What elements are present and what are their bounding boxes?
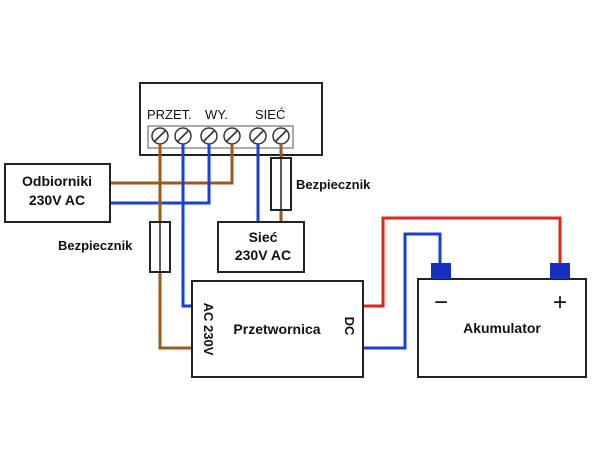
odbiorniki-title: Odbiorniki (22, 173, 92, 189)
odbiorniki-frame (4, 163, 111, 223)
terminal-label-siec: SIEĆ (255, 107, 285, 122)
terminal-label-wy: WY. (205, 107, 228, 122)
siec-voltage: 230V AC (235, 247, 291, 263)
fuse-network-label: Bezpiecznik (296, 177, 371, 192)
odbiorniki-voltage: 230V AC (29, 192, 85, 208)
terminal-block: PRZET. WY. SIEĆ (139, 82, 323, 156)
wire-dc-positive (363, 216, 562, 308)
akumulator-label: Akumulator (463, 320, 541, 336)
wire-odbiorniki-neutral (110, 144, 211, 205)
przetwornica-ac-label: AC 230V (201, 303, 216, 356)
akumulator-frame (417, 278, 587, 378)
wire-converter-neutral (181, 144, 192, 308)
battery-plus-sign: + (553, 289, 567, 316)
terminal-screw-wy-2 (223, 127, 241, 145)
terminal-screw-przet-1 (151, 127, 169, 145)
przetwornica-box: Przetwornica AC 230V DC (191, 280, 364, 378)
fuse-converter: Bezpiecznik (58, 221, 171, 273)
odbiorniki-box: Odbiorniki 230V AC (4, 163, 111, 223)
wire-odbiorniki-live (110, 144, 234, 185)
terminal-screw-przet-2 (174, 127, 192, 145)
terminal-label-przet: PRZET. (147, 107, 192, 122)
wire-converter-live-lower (158, 272, 192, 350)
battery-negative-terminal (431, 263, 451, 279)
terminal-screw-siec-1 (249, 127, 267, 145)
terminal-screw-wy-1 (200, 127, 218, 145)
battery-minus-sign: − (434, 289, 448, 316)
battery-positive-terminal (550, 263, 570, 279)
przetwornica-label: Przetwornica (233, 321, 320, 337)
przetwornica-dc-label: DC (342, 317, 357, 336)
wire-dc-negative (363, 232, 442, 350)
przetwornica-frame (191, 280, 364, 378)
terminal-strip (147, 125, 294, 149)
siec-frame (217, 221, 305, 273)
siec-title: Sieć (249, 229, 278, 245)
akumulator: − + Akumulator (417, 263, 587, 378)
fuse-converter-label: Bezpiecznik (58, 238, 133, 253)
siec-box: Sieć 230V AC (217, 221, 305, 273)
fuse-network: Bezpiecznik (270, 157, 371, 211)
terminal-screw-siec-2 (272, 127, 290, 145)
wires (110, 144, 562, 350)
